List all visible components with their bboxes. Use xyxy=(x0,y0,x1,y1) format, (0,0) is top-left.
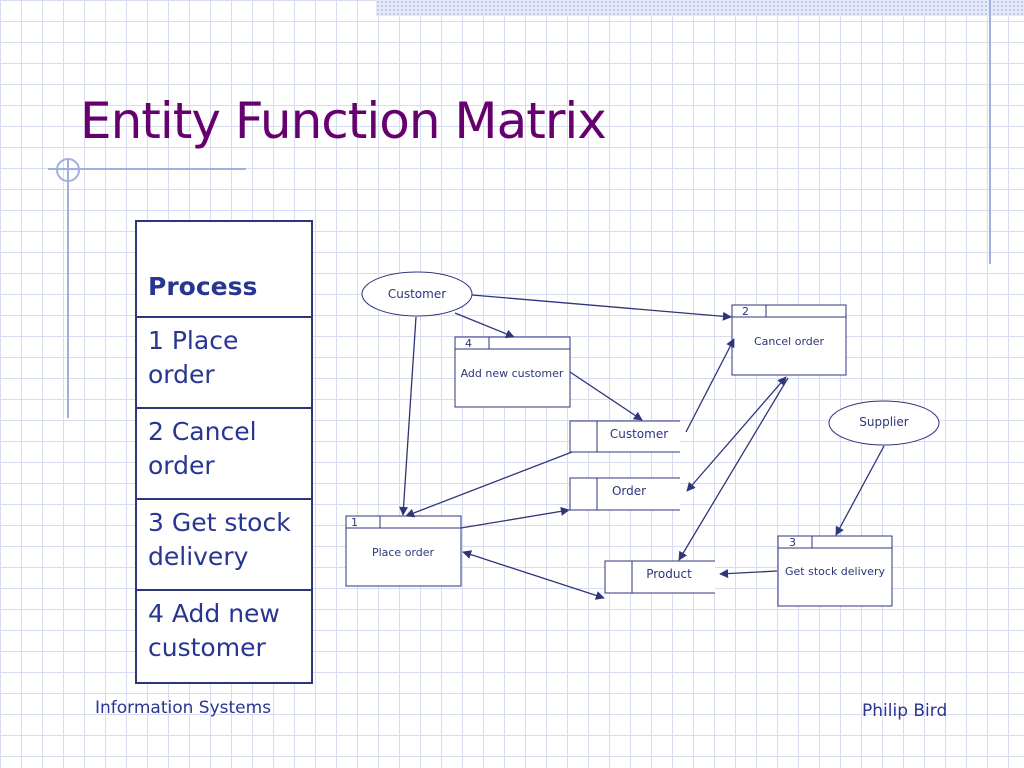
flow-customer-to-place-order xyxy=(399,316,417,516)
external-entity-customer-label: Customer xyxy=(388,287,446,301)
flow-customer-to-add-new-customer xyxy=(454,312,515,339)
data-store-customer: Customer xyxy=(569,420,680,453)
external-entity-supplier-label: Supplier xyxy=(859,415,909,429)
decorative-right-line xyxy=(989,0,991,264)
process-row-2: 2 Cancel order xyxy=(137,409,311,500)
process-row-1: 1 Place order xyxy=(137,318,311,409)
data-store-customer-label: Customer xyxy=(610,427,668,441)
footer-author: Philip Bird xyxy=(862,701,948,721)
flow-customer-store-to-cancel-order xyxy=(685,338,735,433)
data-store-order: Order xyxy=(569,477,680,511)
process-box-3: 3 Get stock delivery xyxy=(777,535,893,607)
process-table: Process 1 Place order 2 Cancel order 3 G… xyxy=(135,220,313,684)
flow-place-order-product-store xyxy=(462,550,605,600)
flow-place-order-to-order-store xyxy=(460,506,570,529)
slide-title: Entity Function Matrix xyxy=(80,92,607,150)
flow-get-stock-delivery-to-product-store xyxy=(719,569,778,579)
flow-cancel-order-to-product-store xyxy=(678,377,789,561)
footer-course-name: Information Systems xyxy=(95,698,272,718)
process-row-4: 4 Add new customer xyxy=(148,599,280,662)
flow-customer-to-cancel-order xyxy=(471,294,732,321)
flow-supplier-to-get-stock-delivery xyxy=(835,445,885,536)
process-box-4: 4 Add new customer xyxy=(454,336,571,408)
decorative-left-line xyxy=(67,160,69,418)
flow-add-new-customer-to-customer-store xyxy=(569,371,643,421)
process-table-header: Process xyxy=(137,222,311,318)
title-circle-ornament xyxy=(56,158,80,182)
process-1-label: Place order xyxy=(372,546,435,559)
process-row-3: 3 Get stock delivery xyxy=(137,500,311,591)
process-4-id: 4 xyxy=(465,337,472,350)
flow-customer-store-to-place-order xyxy=(405,451,573,518)
data-store-product-label: Product xyxy=(646,567,692,581)
process-4-label: Add new customer xyxy=(461,367,564,380)
process-3-id: 3 xyxy=(789,536,796,549)
data-flows xyxy=(399,294,885,600)
process-box-2: 2 Cancel order xyxy=(731,304,847,376)
external-entity-supplier: Supplier xyxy=(828,400,940,446)
process-2-id: 2 xyxy=(742,305,749,318)
process-box-1: 1 Place order xyxy=(345,515,462,587)
data-store-order-label: Order xyxy=(612,484,646,498)
external-entity-customer: Customer xyxy=(361,271,473,317)
data-store-product: Product xyxy=(604,560,715,594)
process-2-label: Cancel order xyxy=(754,335,825,348)
flow-cancel-order-order-store xyxy=(686,376,787,492)
title-underline xyxy=(48,168,246,170)
process-1-id: 1 xyxy=(351,516,358,529)
process-3-label: Get stock delivery xyxy=(785,565,885,578)
decorative-top-band xyxy=(376,0,1024,16)
